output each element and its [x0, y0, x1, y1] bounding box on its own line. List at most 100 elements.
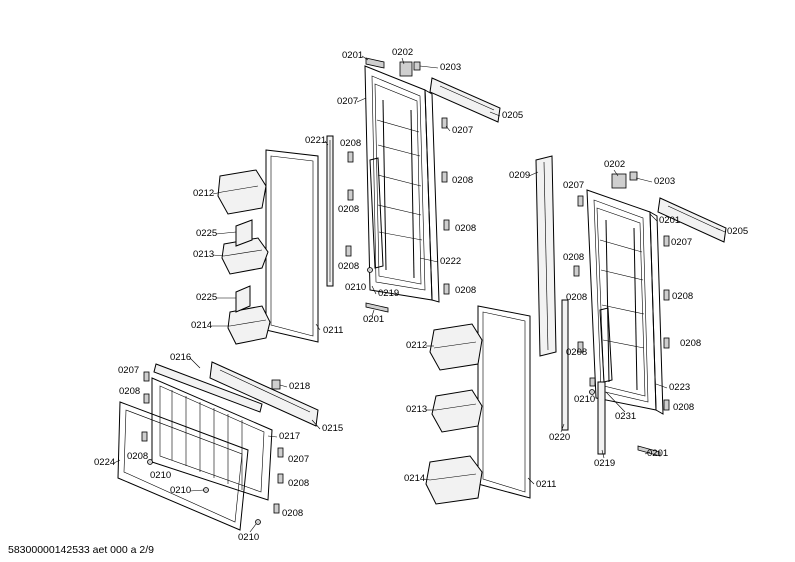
part-label-0208: 0208: [338, 204, 359, 215]
rail-0219: [597, 381, 606, 455]
part-labels: 0201 0202 0203 0207 0205 0207 0221 0208 0208 0208…: [94, 47, 748, 543]
part-label-0224: 0224: [94, 457, 115, 468]
part-label-0208: 0208: [288, 478, 309, 489]
part-label-0207: 0207: [452, 125, 473, 136]
part-label-0208: 0208: [340, 138, 361, 149]
door-shelf-0214: [227, 305, 271, 345]
part-label-0215: 0215: [322, 423, 343, 434]
clip: [441, 117, 448, 129]
part-label-0208: 0208: [455, 223, 476, 234]
clip: [141, 431, 148, 442]
part-label-0207: 0207: [288, 454, 309, 465]
part-label-0220: 0220: [549, 432, 570, 443]
part-label-0213: 0213: [406, 404, 427, 415]
right-door-assembly: [425, 155, 727, 505]
part-label-0201: 0201: [647, 448, 668, 459]
strip-0216: [153, 363, 263, 413]
door-shelf-0212: [217, 169, 267, 215]
door-shelf-0213: [221, 237, 269, 275]
clip: [443, 283, 450, 295]
part-label-0219: 0219: [594, 458, 615, 469]
part-label-0213: 0213: [193, 249, 214, 260]
part-label-0211: 0211: [536, 479, 556, 490]
hinge-pin: [147, 459, 153, 465]
part-label-0208: 0208: [566, 292, 587, 303]
clip: [663, 399, 670, 411]
part-label-0201: 0201: [659, 215, 680, 226]
part-label-0219: 0219: [378, 288, 399, 299]
part-label-0214: 0214: [191, 320, 212, 331]
part-label-0225: 0225: [196, 228, 217, 239]
part-label-0208: 0208: [452, 175, 473, 186]
hinge-pin: [589, 389, 595, 395]
clip: [273, 503, 280, 514]
part-label-0203: 0203: [440, 62, 461, 73]
part-label-0231: 0231: [615, 411, 636, 422]
hinge-top: [365, 57, 385, 69]
part-label-0207: 0207: [118, 365, 139, 376]
clip: [441, 171, 448, 183]
part-label-0208: 0208: [673, 402, 694, 413]
part-label-0202: 0202: [392, 47, 413, 58]
part-label-0217: 0217: [279, 431, 300, 442]
clip: [277, 473, 284, 484]
part-label-0208: 0208: [127, 451, 148, 462]
clip: [347, 151, 354, 163]
part-label-0207: 0207: [337, 96, 358, 107]
clip: [663, 235, 670, 247]
part-label-0207: 0207: [671, 237, 692, 248]
document-code: 58300000142533 aet 000 a 2/9: [8, 544, 154, 556]
part-label-0208: 0208: [455, 285, 476, 296]
hinge-pin: [203, 487, 209, 493]
part-label-0210: 0210: [150, 470, 171, 481]
clip: [443, 219, 450, 231]
part-label-0210: 0210: [170, 485, 191, 496]
cover-0202: [399, 61, 413, 77]
part-label-0201: 0201: [363, 314, 384, 325]
part-label-0216: 0216: [170, 352, 191, 363]
left-door-gasket: [265, 149, 319, 343]
clip: [663, 337, 670, 349]
hinge-bottom: [365, 302, 389, 313]
clip: [577, 341, 584, 353]
shelf-divider-upper: [235, 219, 253, 247]
part-0218: [271, 379, 281, 390]
lower-flap-assembly: [117, 267, 595, 531]
part-label-0208: 0208: [680, 338, 701, 349]
clip: [143, 393, 150, 404]
hinge-bottom-right: [637, 445, 661, 457]
flap-frame-0217: [151, 377, 273, 501]
part-label-0205: 0205: [727, 226, 748, 237]
rail-0220: [561, 299, 569, 431]
part-label-0201: 0201: [342, 50, 363, 61]
clip: [589, 377, 596, 387]
right-door-edge: [649, 211, 664, 415]
part-label-0223: 0223: [669, 382, 690, 393]
clip: [577, 195, 584, 207]
clip: [573, 265, 580, 277]
top-bracket-0205: [429, 77, 501, 123]
part-label-0208: 0208: [566, 347, 587, 358]
part-label-0210: 0210: [238, 532, 259, 543]
part-label-0208: 0208: [672, 291, 693, 302]
clip: [277, 447, 284, 458]
right-handle-profile: [599, 307, 613, 383]
part-label-0221: 0221: [305, 135, 326, 146]
part-label-0211: 0211: [323, 325, 343, 336]
right-door-gasket: [477, 305, 531, 499]
part-label-0210: 0210: [574, 394, 595, 405]
left-door-edge: [424, 89, 440, 303]
hinge-pin: [367, 267, 373, 273]
part-label-0222: 0222: [440, 256, 461, 267]
part-label-0208: 0208: [119, 386, 140, 397]
right-door-shelf-0214: [425, 455, 483, 505]
cover-0203: [413, 61, 421, 71]
clip: [345, 245, 352, 257]
part-label-0208: 0208: [282, 508, 303, 519]
part-label-0207: 0207: [563, 180, 584, 191]
right-door-shelf-0213: [431, 389, 483, 433]
left-door-assembly: [217, 57, 501, 345]
part-label-0208: 0208: [563, 252, 584, 263]
cover-0203-right: [629, 171, 638, 181]
flap-gasket-0224: [117, 401, 249, 531]
